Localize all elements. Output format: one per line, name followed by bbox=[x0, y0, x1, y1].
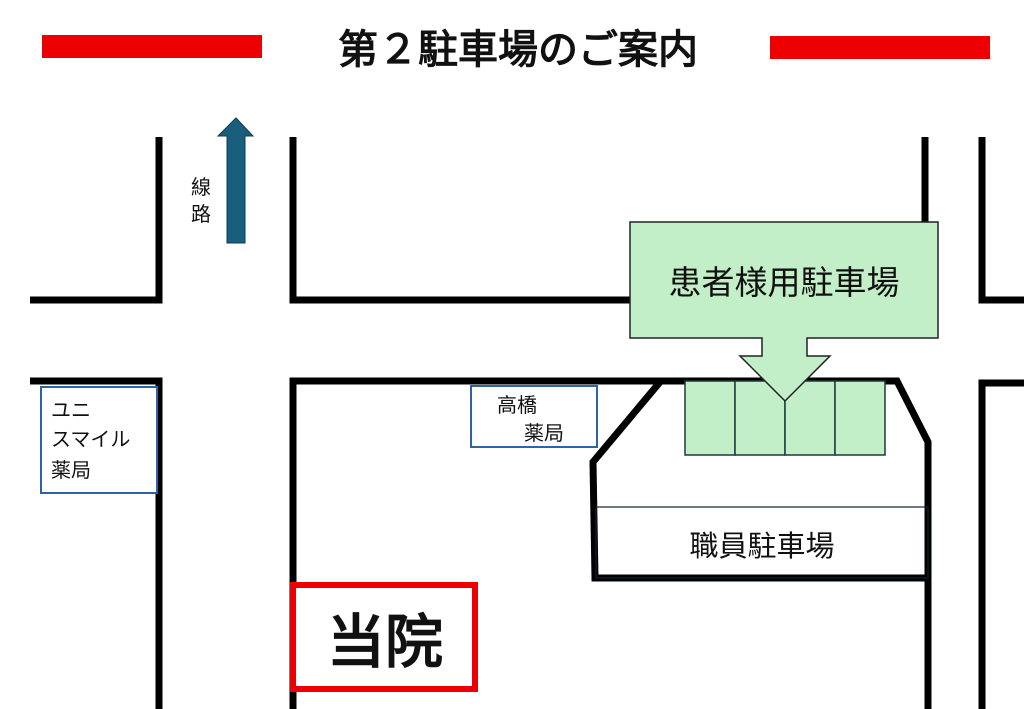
railway-label-1: 線 bbox=[191, 175, 211, 199]
takahashi-pharmacy-label-1: 高橋 bbox=[497, 393, 537, 417]
uni-smile-pharmacy-label-2: スマイル bbox=[51, 427, 130, 451]
takahashi-pharmacy-box bbox=[470, 385, 598, 448]
railway-arrow-icon bbox=[216, 117, 255, 244]
uni-smile-pharmacy-label-3: 薬局 bbox=[51, 458, 91, 482]
title-bar-right bbox=[770, 36, 990, 59]
railway-label-2: 路 bbox=[191, 202, 211, 226]
page-title: 第２駐車場のご案内 bbox=[338, 27, 698, 73]
uni-smile-pharmacy-box bbox=[40, 386, 158, 494]
uni-smile-pharmacy-label-1: ユニ bbox=[51, 398, 91, 422]
hospital-label: 当院 bbox=[327, 608, 443, 676]
staff-parking-area bbox=[595, 506, 929, 579]
hospital-box bbox=[290, 582, 478, 692]
parking-space bbox=[684, 380, 736, 456]
staff-parking-label: 職員駐車場 bbox=[689, 529, 834, 563]
patient-parking-callout bbox=[629, 221, 939, 403]
title-bar-left bbox=[42, 35, 262, 58]
parking-space bbox=[834, 380, 886, 456]
takahashi-pharmacy-label-2: 薬局 bbox=[524, 421, 564, 445]
patient-parking-label: 患者様用駐車場 bbox=[669, 263, 900, 302]
